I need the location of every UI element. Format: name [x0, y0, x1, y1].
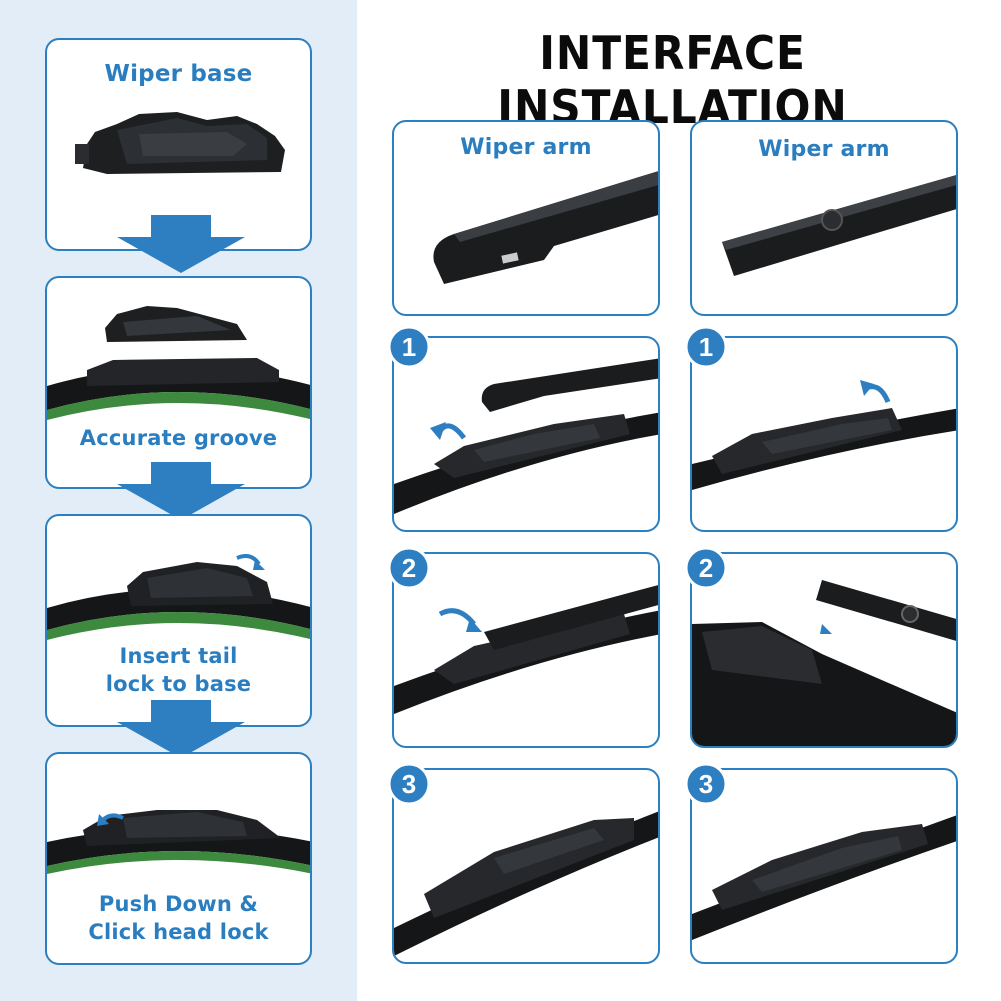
step-label-line1: Push Down &: [98, 892, 259, 916]
down-arrow: [117, 462, 245, 520]
step-number-badge: 3: [684, 762, 728, 806]
step3-pin-panel: [690, 768, 958, 964]
page-title: INTERFACE INSTALLATION: [497, 26, 848, 134]
step-number-badge: 1: [684, 325, 728, 369]
step-card-wiper-base: Wiper base: [45, 38, 312, 251]
svg-text:2: 2: [699, 553, 713, 583]
svg-text:3: 3: [402, 769, 416, 799]
step-card-insert-tail: Insert tail lock to base: [45, 514, 312, 727]
step1-pin-image: [692, 380, 956, 490]
step2-pin-image: [692, 580, 956, 746]
step-number-badge: 1: [387, 325, 431, 369]
wiper-base-image: [75, 112, 285, 174]
step2-hook-image: [394, 585, 658, 714]
step-label-line2: lock to base: [105, 672, 252, 696]
step-label: Accurate groove: [79, 426, 278, 450]
down-arrow: [117, 700, 245, 758]
step-card-accurate-groove: Accurate groove: [45, 276, 312, 489]
step3-hook-panel: [392, 768, 660, 964]
step1-hook-image: [394, 358, 658, 514]
step-number-badge: 2: [387, 546, 431, 590]
svg-text:2: 2: [402, 553, 416, 583]
groove-image: [47, 306, 310, 420]
step3-pin-image: [692, 815, 956, 940]
panel-label: Wiper arm: [460, 135, 592, 160]
step-card-push-down: Push Down & Click head lock: [45, 752, 312, 965]
wiper-arm-panel-right: Wiper arm: [690, 120, 958, 316]
step2-pin-panel: [690, 552, 958, 748]
svg-text:3: 3: [699, 769, 713, 799]
step-label: Wiper base: [104, 61, 253, 87]
step-number-badge: 3: [387, 762, 431, 806]
hook-arm-image: [433, 171, 658, 284]
insert-tail-image: [47, 554, 310, 640]
pin-arm-image: [722, 175, 956, 276]
step-label-line1: Insert tail: [119, 644, 238, 668]
down-arrow: [117, 215, 245, 273]
panel-label: Wiper arm: [758, 137, 890, 162]
step1-hook-panel: [392, 336, 660, 532]
svg-text:1: 1: [699, 332, 713, 362]
step3-hook-image: [394, 811, 658, 956]
svg-text:1: 1: [402, 332, 416, 362]
push-down-image: [47, 810, 310, 874]
step-number-badge: 2: [684, 546, 728, 590]
step-label-line2: Click head lock: [88, 920, 269, 944]
step1-pin-panel: [690, 336, 958, 532]
step2-hook-panel: [392, 552, 660, 748]
wiper-arm-panel-left: Wiper arm: [392, 120, 660, 316]
